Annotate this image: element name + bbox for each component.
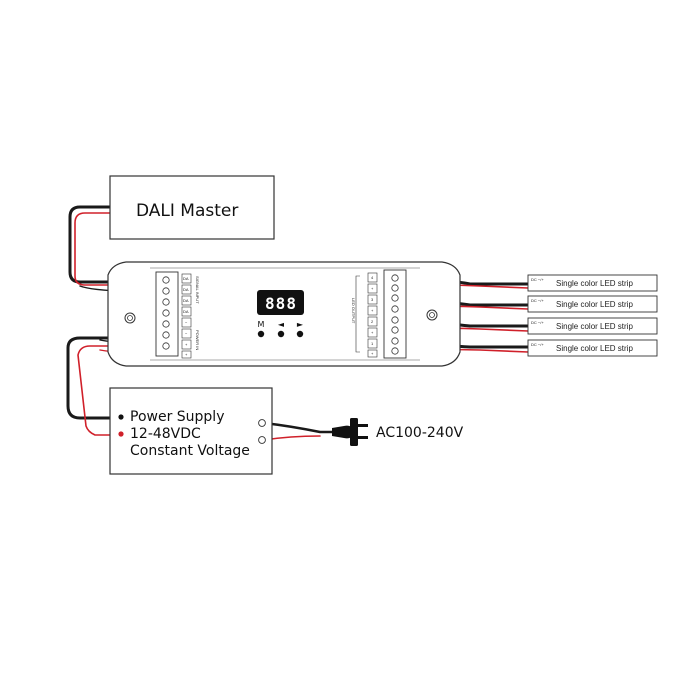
psu-ac-terminal-2 xyxy=(258,436,266,444)
psu-dot-black xyxy=(118,414,124,420)
button-right[interactable] xyxy=(296,330,304,338)
led-strip-4: DC −/+ Single color LED strip xyxy=(527,339,658,357)
button-left[interactable] xyxy=(277,330,285,338)
led-strip-2: DC −/+ Single color LED strip xyxy=(527,295,658,313)
led-strip-1: DC −/+ Single color LED strip xyxy=(527,274,658,292)
dali-controller: DA DA DA DA SIGNAL INPUT − − + + POWER I… xyxy=(107,261,461,367)
output-terminal-labels: 4 + 3 + 2 + 1 + LED OUTPUT xyxy=(351,272,378,358)
led-output-label: LED OUTPUT xyxy=(351,298,356,324)
out-term-label-1: 4 xyxy=(371,275,374,280)
strip-2-polarity: DC −/+ xyxy=(531,298,544,303)
button-right-label: ► xyxy=(297,320,304,329)
button-m-label: M xyxy=(258,320,265,329)
output-bracket xyxy=(355,275,360,353)
out-term-label-7: 1 xyxy=(371,341,374,346)
led-strips: DC −/+ Single color LED strip DC −/+ Sin… xyxy=(527,274,658,357)
led-strip-3: DC −/+ Single color LED strip xyxy=(527,317,658,335)
strip-4-polarity: DC −/+ xyxy=(531,342,544,347)
psu-line-3: Constant Voltage xyxy=(130,443,250,459)
power-term-label-2: − xyxy=(185,331,188,336)
dali-master-box: DALI Master xyxy=(109,175,275,240)
dali-wire-red xyxy=(74,212,167,286)
output-terminal-screws xyxy=(391,274,399,355)
signal-input-label: SIGNAL INPUT xyxy=(195,276,200,304)
signal-term-label-3: DA xyxy=(183,298,189,303)
out-term-label-4: + xyxy=(371,308,374,313)
ac-wire-black xyxy=(262,421,342,434)
output-terminal-block xyxy=(383,269,407,359)
psu-line-2: 12-48VDC xyxy=(130,426,201,442)
mount-hole-left-inner xyxy=(127,315,133,321)
out-term-label-2: + xyxy=(371,286,374,291)
psu-dot-red xyxy=(118,431,124,437)
signal-term-label-4: DA xyxy=(183,309,189,314)
psu-ac-terminal-1 xyxy=(258,419,266,427)
plug-prong-top xyxy=(357,424,368,427)
power-in-label: POWER IN xyxy=(195,330,200,350)
strip-1-polarity: DC −/+ xyxy=(531,277,544,282)
plug-body xyxy=(332,425,354,439)
segment-display-digits: 888 xyxy=(265,294,297,313)
ac-input-label: AC100-240V xyxy=(376,425,464,441)
psu-wire-red xyxy=(77,345,167,436)
mount-hole-right-inner xyxy=(429,312,435,318)
strip-3-polarity: DC −/+ xyxy=(531,320,544,325)
out-term-label-5: 2 xyxy=(371,319,374,324)
power-term-label-1: − xyxy=(185,320,188,325)
power-supply-box: Power Supply 12-48VDC Constant Voltage xyxy=(109,387,273,475)
power-term-label-3: + xyxy=(185,342,188,347)
signal-term-label-1: DA xyxy=(183,276,189,281)
segment-display xyxy=(257,290,304,315)
input-terminal-screws xyxy=(162,276,170,350)
psu-line-1: Power Supply xyxy=(130,409,225,425)
ac-plug: AC100-240V xyxy=(332,418,464,446)
strip-3-label: Single color LED strip xyxy=(556,322,633,331)
psu-wire-black xyxy=(66,336,168,420)
signal-terminal-labels: DA DA DA DA SIGNAL INPUT xyxy=(181,273,200,317)
strip-1-label: Single color LED strip xyxy=(556,279,633,288)
signal-term-label-2: DA xyxy=(183,287,189,292)
strip-2-label: Single color LED strip xyxy=(556,300,633,309)
strip-4-label: Single color LED strip xyxy=(556,344,633,353)
power-terminal-labels: − − + + POWER IN xyxy=(181,317,200,359)
plug-prong-bottom xyxy=(357,436,368,439)
out-term-label-6: + xyxy=(371,330,374,335)
out-term-label-3: 3 xyxy=(371,297,374,302)
button-m[interactable] xyxy=(257,330,265,338)
dali-master-label: DALI Master xyxy=(136,201,238,221)
power-term-label-4: + xyxy=(185,352,188,357)
out-term-label-8: + xyxy=(371,351,374,356)
button-left-label: ◄ xyxy=(278,320,285,329)
plug-face xyxy=(350,418,358,446)
